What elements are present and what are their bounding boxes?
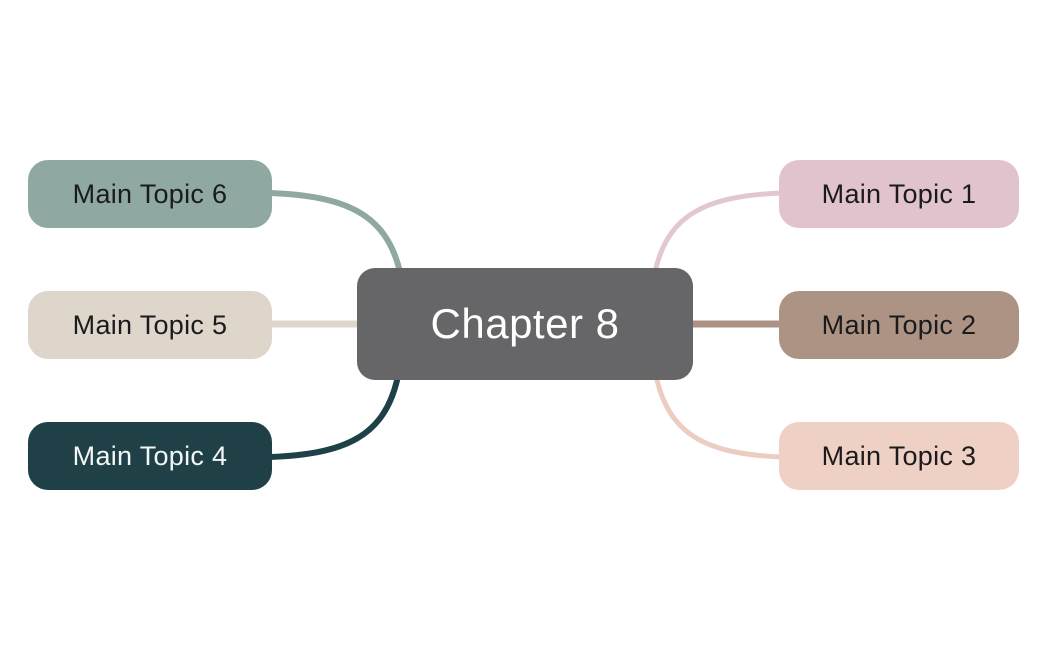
connector-topic-1 [652,190,785,275]
topic-node-1[interactable]: Main Topic 1 [779,160,1019,228]
connector-topic-3 [653,373,785,460]
topic-node-3[interactable]: Main Topic 3 [779,422,1019,490]
topic-node-2[interactable]: Main Topic 2 [779,291,1019,359]
topic-node-label: Main Topic 2 [821,309,977,340]
topic-node-5[interactable]: Main Topic 5 [28,291,272,359]
topic-node-label: Main Topic 6 [72,178,228,209]
topic-node-label: Main Topic 4 [72,440,228,471]
connector-topic-4 [267,373,401,460]
topic-node-6[interactable]: Main Topic 6 [28,160,272,228]
connector-topic-6 [267,190,403,275]
topic-node-label: Main Topic 3 [821,440,977,471]
topic-node-4[interactable]: Main Topic 4 [28,422,272,490]
topic-node-label: Main Topic 5 [72,309,228,340]
center-node-chapter[interactable]: Chapter 8 [357,268,693,380]
center-node-label: Chapter 8 [430,300,620,347]
topic-node-label: Main Topic 1 [821,178,977,209]
